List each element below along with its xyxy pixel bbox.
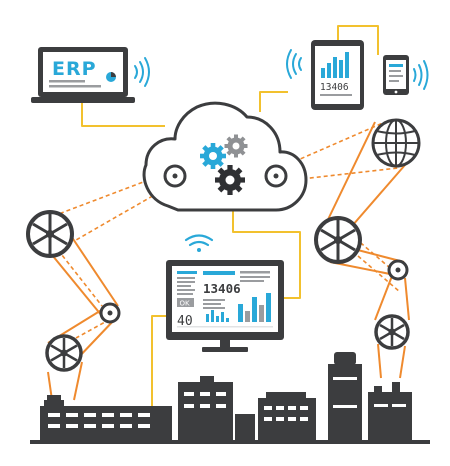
laptop-icon: ERP [31, 47, 135, 103]
gear-icon-dark [215, 165, 245, 195]
laptop-wifi-icon [134, 57, 150, 87]
pulley-icon-cloud-left [163, 164, 187, 188]
tablet-value: 13406 [320, 82, 349, 93]
laptop-erp-label: ERP [52, 58, 97, 80]
pulley-icon-left-large [26, 210, 74, 258]
pulley-icon-left-small [99, 302, 121, 324]
gear-icon-grey [224, 134, 248, 158]
monitor-headline-value: 13406 [203, 281, 241, 296]
gear-icon-blue [200, 143, 226, 169]
tablet-icon: 13406 [311, 40, 364, 110]
connector-laptop-cloud [81, 103, 165, 127]
pulley-icon-right-large [314, 216, 362, 264]
phone-wifi-icon [413, 60, 429, 90]
tablet-wifi-icon [286, 49, 302, 79]
globe-icon [371, 118, 421, 168]
monitor-ok-badge: OK [180, 300, 191, 308]
yellow-connectors [81, 25, 379, 418]
connector-cloud-tablet [259, 91, 288, 112]
connector-cloud-monitor [232, 200, 301, 299]
pulley-icon-right-small [387, 259, 409, 281]
pulley-icon-cloud-right [264, 164, 288, 188]
connector-tablet-phone [337, 25, 379, 55]
phone-icon [383, 55, 409, 95]
monitor-secondary-value: 40 [177, 314, 193, 329]
pulley-icon-right-lower [374, 314, 410, 350]
monitor-wifi-icon [184, 234, 214, 252]
monitor-icon: 13406 OK 40 [166, 260, 284, 352]
pulley-icon-left-lower [45, 334, 83, 372]
factory-icon [30, 352, 430, 444]
connector-monitor-factory [151, 315, 168, 418]
